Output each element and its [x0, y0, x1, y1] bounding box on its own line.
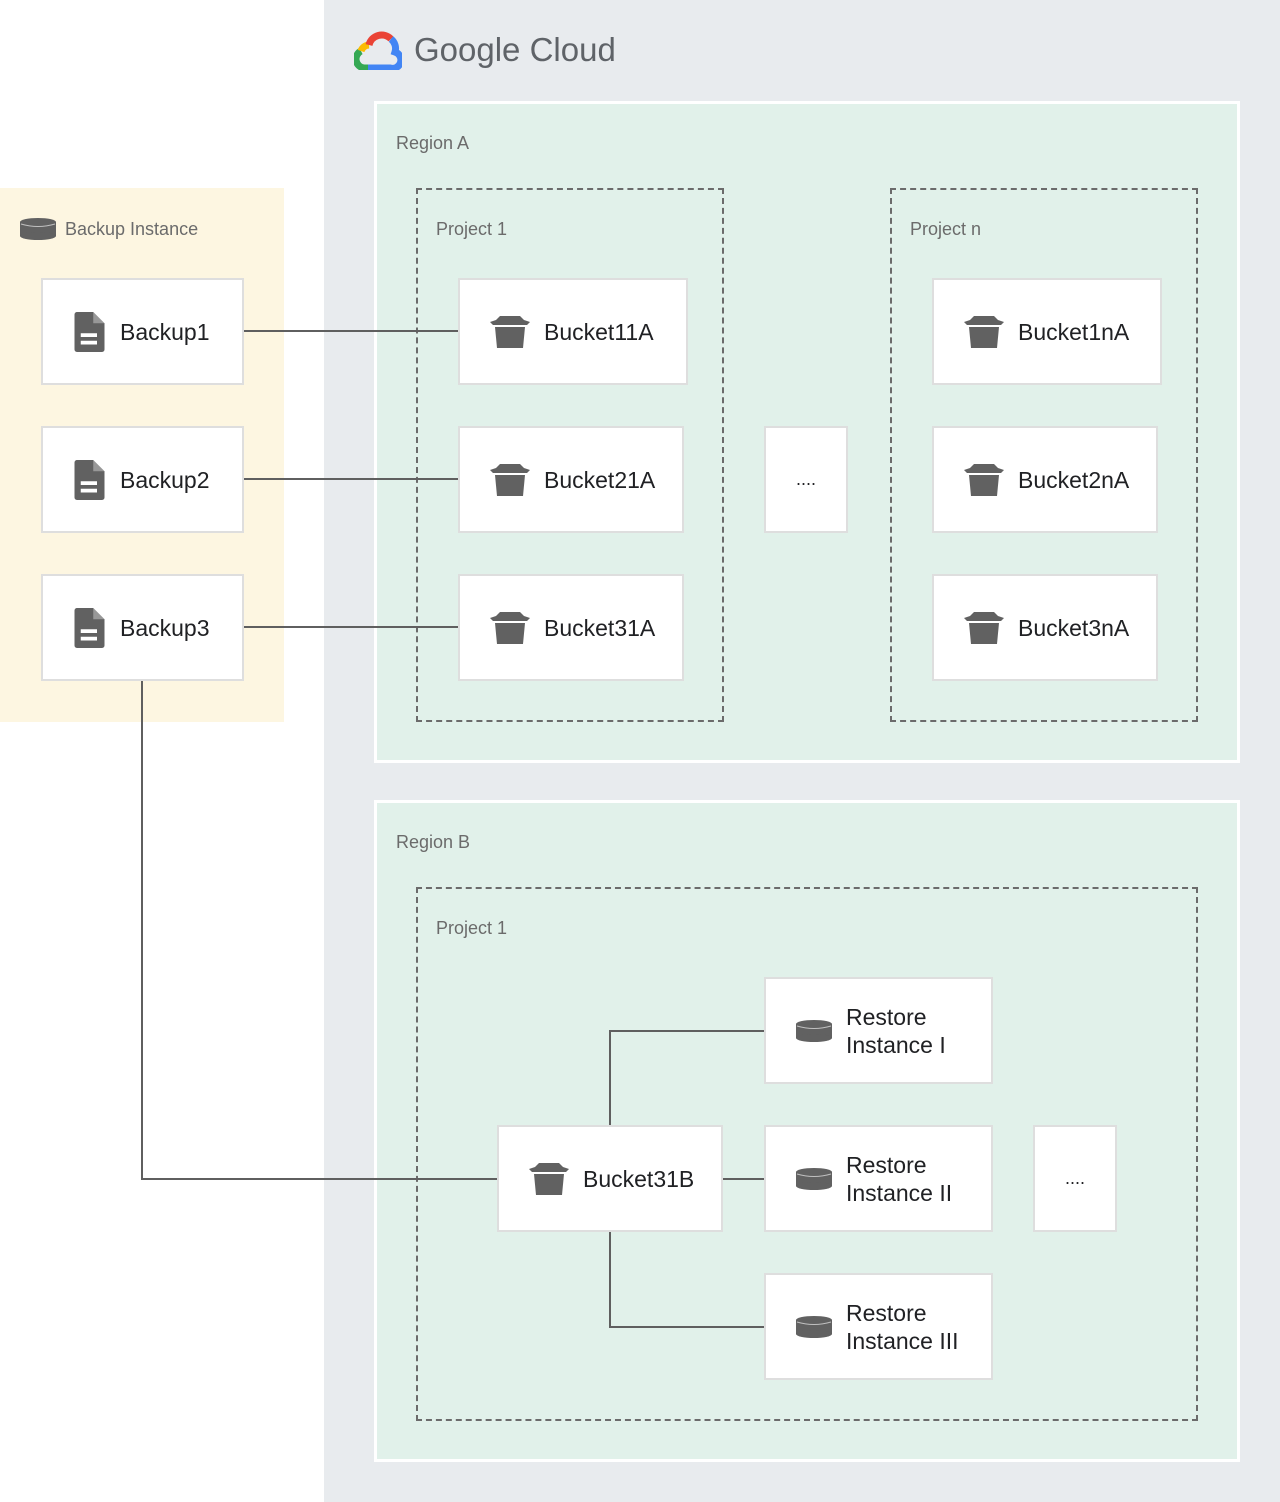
- backup-label: Backup2: [120, 466, 210, 493]
- bucket-label: Bucket31B: [583, 1165, 695, 1192]
- backup-node[interactable]: Backup2: [41, 426, 244, 533]
- region-b-project-1-label: Project 1: [436, 918, 508, 938]
- bucket-label: Bucket3nA: [1018, 614, 1130, 641]
- bucket31b-node[interactable]: Bucket31B: [497, 1125, 723, 1232]
- region-a-project-1-label: Project 1: [436, 219, 508, 239]
- brand-name: Google Cloud: [414, 31, 616, 68]
- region-a-project-1: [416, 188, 724, 722]
- more-projects-ellipsis: ....: [764, 426, 848, 533]
- bucket-icon: [490, 464, 530, 496]
- bucket-label: Bucket2nA: [1018, 466, 1130, 493]
- disk-icon: [20, 218, 56, 240]
- backup-node[interactable]: Backup1: [41, 278, 244, 385]
- document-icon: [73, 608, 106, 648]
- bucket-icon: [964, 316, 1004, 348]
- more-restores-ellipsis: ....: [1033, 1125, 1117, 1232]
- backup-instance-text: Backup Instance: [65, 218, 199, 239]
- bucket-icon: [529, 1163, 569, 1195]
- disk-icon: [796, 1020, 832, 1042]
- bucket-icon: [964, 464, 1004, 496]
- bucket-node[interactable]: Bucket21A: [458, 426, 684, 533]
- document-icon: [73, 312, 106, 352]
- backup-label: Backup3: [120, 614, 210, 641]
- region-a-project-n: [890, 188, 1198, 722]
- document-icon: [73, 460, 106, 500]
- region-a-project-n-label: Project n: [910, 219, 982, 239]
- bucket-node[interactable]: Bucket11A: [458, 278, 688, 385]
- disk-icon: [796, 1168, 832, 1190]
- backup-instance-label: Backup Instance: [20, 218, 198, 240]
- backup-node[interactable]: Backup3: [41, 574, 244, 681]
- bucket-node[interactable]: Bucket1nA: [932, 278, 1162, 385]
- bucket-node[interactable]: Bucket31A: [458, 574, 684, 681]
- region-a-label: Region A: [396, 133, 470, 153]
- region-b-label: Region B: [396, 832, 471, 852]
- bucket-node[interactable]: Bucket2nA: [932, 426, 1158, 533]
- bucket-label: Bucket21A: [544, 466, 656, 493]
- bucket-label: Bucket1nA: [1018, 318, 1130, 345]
- bucket-icon: [964, 612, 1004, 644]
- disk-icon: [796, 1316, 832, 1338]
- google-cloud-icon: [354, 31, 402, 70]
- backup-label: Backup1: [120, 318, 210, 345]
- bucket-icon: [490, 316, 530, 348]
- bucket-label: Bucket31A: [544, 614, 656, 641]
- bucket-icon: [490, 612, 530, 644]
- bucket-label: Bucket11A: [544, 318, 654, 345]
- bucket-node[interactable]: Bucket3nA: [932, 574, 1158, 681]
- google-cloud-logo: Google Cloud: [354, 30, 616, 70]
